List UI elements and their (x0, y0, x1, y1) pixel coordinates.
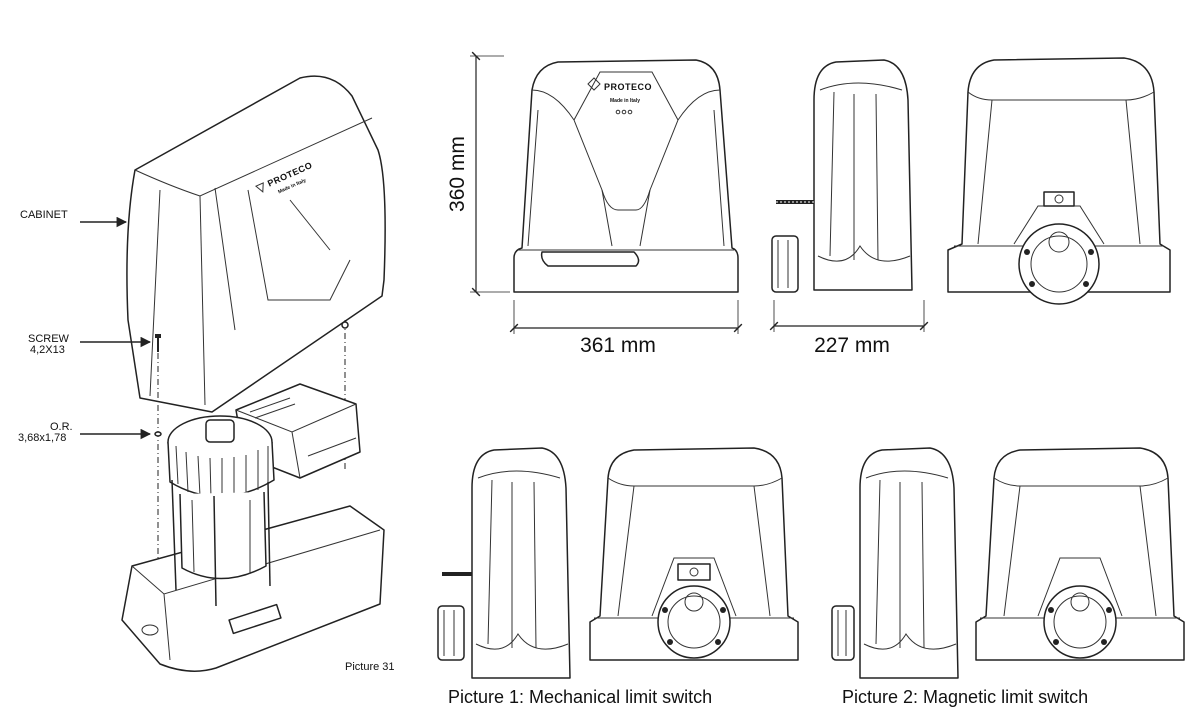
label-or-size: 3,68x1,78 (18, 432, 66, 444)
front-view: PROTECO Made in Italy (513, 59, 739, 293)
screw-head-icon (341, 321, 349, 329)
label-or: O.R. (50, 421, 73, 433)
base-plate (121, 505, 385, 672)
exploded-view: PROTECO Made in Italy (18, 75, 395, 673)
screw-icon (155, 334, 161, 352)
rear-view (947, 57, 1171, 305)
dimension-height: 360 mm (446, 136, 469, 212)
dimension-depth: 227 mm (814, 334, 890, 357)
dimension-views: PROTECO Made in Italy (446, 51, 1171, 357)
picture-1-mechanical: Picture 1: Mechanical limit switch (437, 447, 799, 707)
front-brand: PROTECO (604, 82, 652, 92)
dimension-width: 361 mm (580, 334, 656, 357)
front-brand-sub: Made in Italy (610, 98, 640, 104)
cabinet-cover: PROTECO Made in Italy (126, 75, 386, 413)
motor (167, 415, 275, 607)
side-view (771, 59, 913, 293)
label-screw: SCREW (28, 333, 70, 345)
label-cabinet: CABINET (20, 209, 68, 221)
caption-picture-2: Picture 2: Magnetic limit switch (842, 687, 1088, 707)
caption-picture-31: Picture 31 (345, 661, 395, 673)
label-screw-size: 4,2X13 (30, 344, 65, 356)
picture-2-magnetic: Picture 2: Magnetic limit switch (831, 447, 1185, 707)
o-ring-icon (154, 431, 162, 437)
caption-picture-1: Picture 1: Mechanical limit switch (448, 687, 712, 707)
